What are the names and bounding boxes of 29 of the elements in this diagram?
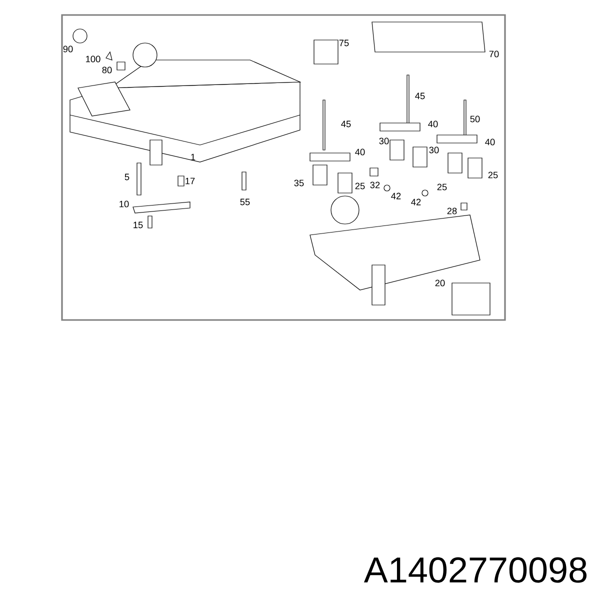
part-number: A1402770098 bbox=[364, 557, 587, 583]
callout-number: 70 bbox=[489, 50, 499, 58]
callout-number: 25 bbox=[488, 172, 498, 178]
callout-number: 40 bbox=[485, 138, 495, 146]
callout-number: 25 bbox=[437, 184, 447, 190]
callout-number: 30 bbox=[379, 138, 389, 144]
callout-number: 40 bbox=[428, 120, 438, 128]
callout-number: 45 bbox=[341, 120, 351, 128]
callout-number: 5 bbox=[124, 174, 130, 180]
callout-number: 28 bbox=[447, 208, 457, 214]
callout-number: 50 bbox=[470, 116, 480, 122]
callout-number: 10 bbox=[120, 200, 129, 208]
callout-number: 100 bbox=[86, 56, 100, 62]
callout-number: 20 bbox=[435, 280, 445, 286]
callout-number: 55 bbox=[240, 198, 250, 206]
callout-number: 25 bbox=[355, 182, 365, 190]
callout-number: 90 bbox=[63, 46, 73, 52]
callout-number: 15 bbox=[134, 222, 143, 228]
callout-number: 17 bbox=[186, 178, 195, 184]
callout-number: 35 bbox=[294, 180, 304, 186]
callout-number: 32 bbox=[370, 182, 380, 188]
callout-number: 80 bbox=[102, 66, 112, 74]
callout-number: 45 bbox=[415, 92, 425, 100]
callout-number: 30 bbox=[429, 146, 439, 154]
callout-number: 75 bbox=[339, 40, 349, 46]
callout-number: 40 bbox=[355, 148, 365, 156]
callout-number: 1 bbox=[191, 154, 196, 160]
callout-number: 42 bbox=[391, 192, 401, 200]
callout-number: 42 bbox=[411, 198, 421, 206]
